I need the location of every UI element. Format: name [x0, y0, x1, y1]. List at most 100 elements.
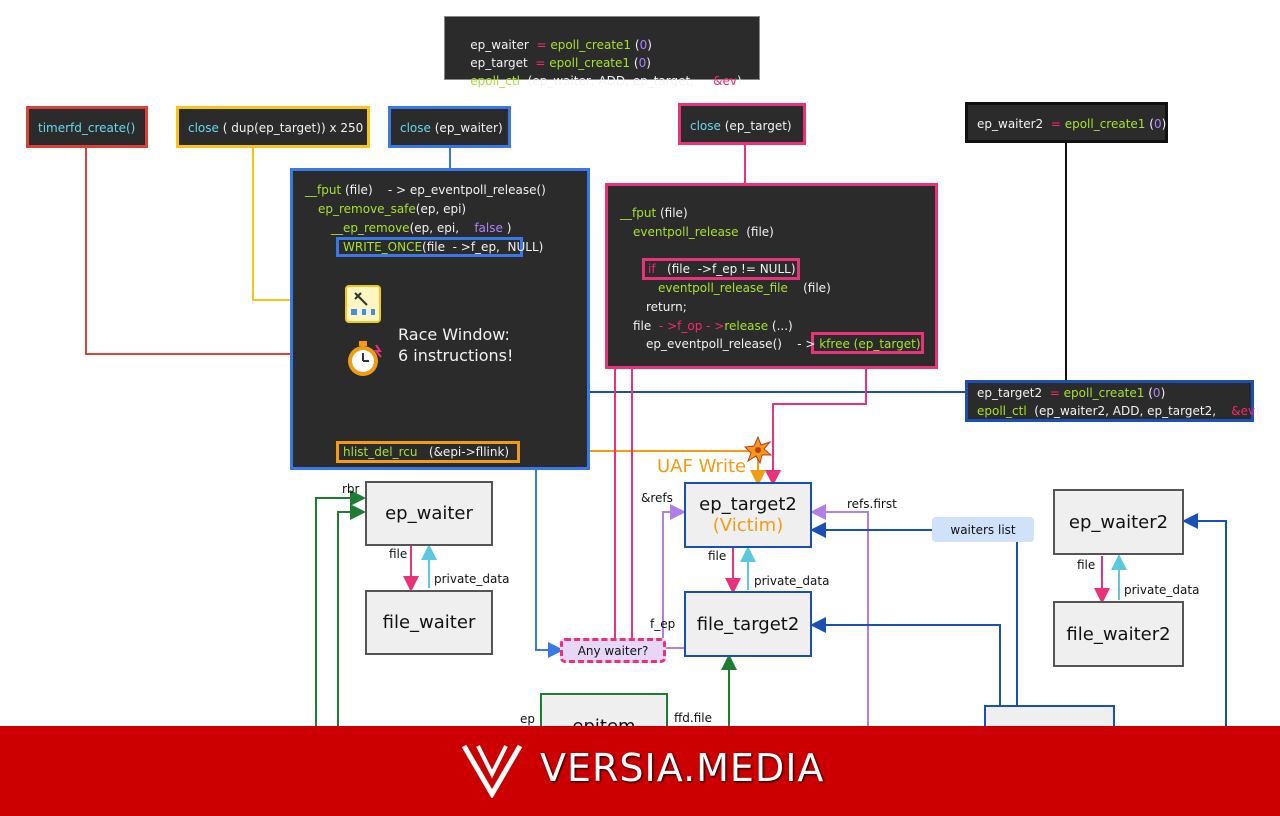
paren: (	[1149, 117, 1154, 131]
file-waiter2-node: file_waiter2	[1053, 601, 1184, 667]
var-name: ep_target2	[977, 386, 1043, 400]
ep-waiter2-create-text: ep_waiter2 = epoll_create1 (0)	[977, 117, 1166, 131]
kfree-highlight	[811, 332, 924, 354]
fn-fput: __fput	[620, 206, 657, 220]
args: (file - >f_ep, NULL)	[422, 240, 544, 254]
op: =	[535, 56, 546, 70]
rc-line-7: ep_eventpoll_release() - > kfree (ep_tar…	[646, 337, 921, 351]
waiters-list-tag: waiters list	[932, 517, 1034, 542]
dup-icon	[345, 285, 381, 323]
right-code-box: __fput (file) eventpoll_release (file) i…	[605, 183, 938, 369]
call: ep_eventpoll_release()	[646, 337, 782, 351]
close-args: (ep_target)	[724, 119, 792, 133]
fn-name: epoll_create1	[1063, 386, 1145, 400]
private-data-label-1: private_data	[434, 572, 510, 586]
close-waiter-box: close (ep_waiter)	[388, 106, 511, 148]
code-line-1: ep_waiter = epoll_create1 (0)	[455, 24, 652, 66]
num: 0	[639, 38, 648, 52]
op: =	[1050, 117, 1061, 131]
footer-banner: VERSIA.MEDIA	[0, 726, 1280, 816]
private-data-label-3: private_data	[1124, 583, 1200, 597]
fn-name: epoll_create1	[1064, 117, 1146, 131]
paren: )	[736, 74, 742, 88]
call: - > ep_eventpoll_release()	[387, 183, 546, 197]
race-window-label: Race Window:	[398, 325, 510, 344]
close-args: (ep_waiter)	[434, 121, 503, 135]
var-name: ep_waiter	[470, 38, 529, 52]
op: =	[1049, 386, 1060, 400]
false-literal: false	[474, 221, 503, 235]
var-name: ep_waiter2	[977, 117, 1044, 131]
args: (ep, epi,	[409, 221, 460, 235]
condition: (file ->f_ep != NULL)	[667, 262, 796, 276]
fn-close: close	[400, 121, 431, 135]
args: (...)	[771, 319, 793, 333]
num: 0	[1152, 386, 1161, 400]
fn-eventpoll-release: eventpoll_release	[633, 225, 739, 239]
rc-line-4: eventpoll_release_file (file)	[658, 281, 831, 295]
close-waiter-text: close (ep_waiter)	[400, 121, 503, 135]
fn-dup: ( dup	[222, 121, 255, 135]
code-line-2: ep_target = epoll_create1 (0)	[455, 42, 651, 84]
ep-target2-create-box: ep_target2 = epoll_create1 (0) epoll_ctl…	[965, 380, 1260, 422]
ep-waiter-node: ep_waiter	[365, 481, 493, 546]
fn-ep-remove: __ep_remove	[331, 221, 410, 235]
num: 0	[638, 56, 647, 70]
brand-name: VERSIA.MEDIA	[540, 746, 825, 790]
file-target2-node: file_target2	[684, 591, 812, 657]
top-code-box: ep_waiter = epoll_create1 (0) ep_target …	[444, 16, 760, 88]
args: (ep_waiter2, ADD, ep_target2,	[1034, 404, 1217, 418]
fn-hlist-del-rcu: hlist_del_rcu	[343, 445, 418, 459]
paren: (	[633, 56, 639, 70]
explosion-icon	[743, 435, 773, 465]
victim-tag: (Victim)	[712, 515, 784, 536]
hlist-del-highlight	[336, 441, 520, 463]
amp-arg: &ev	[713, 74, 737, 88]
any-waiter-check: Any waiter?	[560, 638, 666, 663]
args: (file)	[659, 206, 688, 220]
uaf-write-label: UAF Write	[657, 456, 747, 477]
op-arrow: - >	[797, 337, 816, 351]
args: (ep, epi)	[415, 202, 467, 216]
ep-waiter2-create-box: ep_waiter2 = epoll_create1 (0)	[965, 102, 1168, 143]
var-file: file	[633, 319, 652, 333]
op: =	[536, 38, 547, 52]
if-highlight	[642, 258, 800, 280]
fn-eventpoll-release-file: eventpoll_release_file	[658, 281, 788, 295]
fn-name: epoll_create1	[549, 56, 631, 70]
fn-release: release	[724, 319, 769, 333]
rc-line-2: eventpoll_release (file)	[633, 225, 774, 239]
paren: )	[1160, 386, 1166, 400]
f-ep-label: f_ep	[650, 617, 676, 631]
fn-close: close	[690, 119, 721, 133]
rc-line-5: return;	[646, 300, 687, 314]
file-label-1: file	[389, 547, 408, 561]
rc-line-6: file - >f_op - >release (...)	[633, 319, 793, 333]
ep-target2-node: ep_target2 (Victim)	[684, 482, 812, 548]
paren: )	[1255, 404, 1260, 418]
paren: )	[506, 221, 512, 235]
lc-line-1: __fput (file) - > ep_eventpoll_release()	[305, 183, 546, 197]
op-arrow: - >f_op - >	[658, 319, 725, 333]
file-label-2: file	[708, 549, 727, 563]
file-label-3: file	[1077, 558, 1096, 572]
rbr-label: rbr	[342, 482, 360, 496]
t2-line-2: epoll_ctl (ep_waiter2, ADD, ep_target2, …	[977, 404, 1260, 418]
code-line-3: epoll_ctl (ep_waiter, ADD, ep_target, &e…	[455, 60, 742, 102]
args: (file)	[746, 225, 774, 239]
rc-line-3: if (file ->f_ep != NULL)	[648, 262, 796, 276]
fn-close: close	[188, 121, 219, 135]
ep-waiter2-node: ep_waiter2	[1053, 489, 1184, 555]
close-target-text: close (ep_target)	[690, 119, 792, 133]
amp-arg: &ev	[1231, 404, 1256, 418]
var-name: ep_target	[470, 56, 528, 70]
paren: (	[634, 38, 640, 52]
fn-name: epoll_create1	[550, 38, 632, 52]
refs-label: &refs	[641, 491, 673, 505]
lc-line-2: ep_remove_safe(ep, epi)	[318, 202, 466, 216]
ffd-file-label: ffd.file	[674, 711, 712, 725]
dup-args: (ep_target)) x 250	[254, 121, 364, 135]
fn-name: epoll_ctl	[977, 404, 1027, 418]
paren: )	[647, 38, 652, 52]
ep-target2-title: ep_target2	[699, 494, 797, 515]
